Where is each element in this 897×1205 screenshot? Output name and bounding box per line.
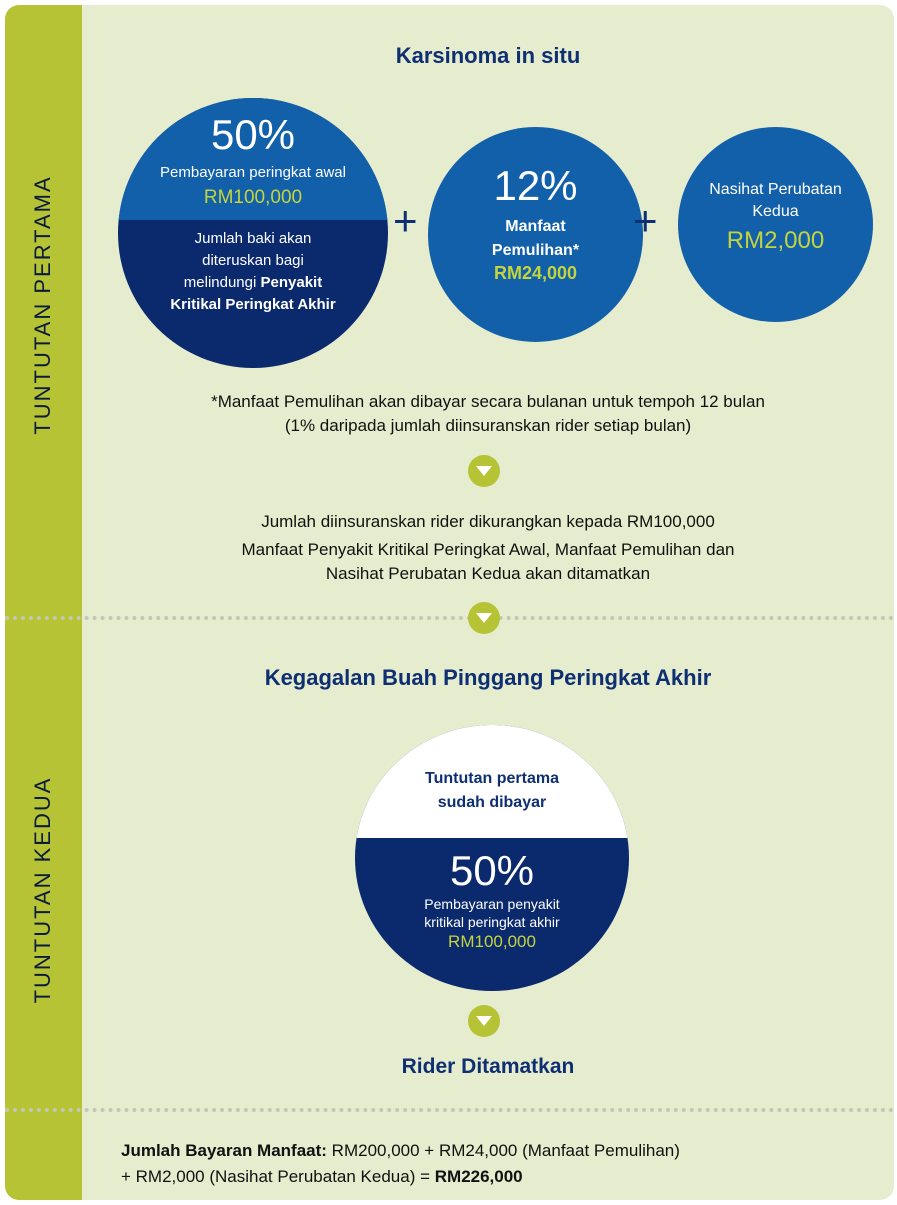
claims-divider <box>5 616 894 620</box>
recovery-benefit-circle: 12% Manfaat Pemulihan* RM24,000 <box>428 127 643 342</box>
early-stage-label: Pembayaran peringkat awal <box>160 164 346 181</box>
arrow-down-icon <box>468 602 500 634</box>
early-stage-amount: RM100,000 <box>203 187 303 208</box>
recovery-percent: 12% <box>493 162 578 209</box>
arrow-down-icon <box>468 1005 500 1037</box>
total-benefit-payment: Jumlah Bayaran Manfaat: RM200,000 + RM24… <box>121 1138 861 1190</box>
rider-terminated-title: Rider Ditamatkan <box>401 1055 575 1078</box>
plus-sign-1: + <box>393 197 418 244</box>
remaining-coverage-note: Jumlah baki akan diteruskan bagi melindu… <box>168 228 338 316</box>
result-line-1: Jumlah diinsuranskan rider dikurangkan k… <box>261 512 715 531</box>
recovery-footnote: *Manfaat Pemulihan akan dibayar secara b… <box>82 390 894 438</box>
result-line-3: Nasihat Perubatan Kedua akan ditamatkan <box>325 564 651 583</box>
end-stage-percent: 50% <box>449 847 535 894</box>
early-stage-percent: 50% <box>210 111 296 158</box>
total-sum: RM226,000 <box>434 1167 523 1186</box>
first-claim-result: Jumlah diinsuranskan rider dikurangkan k… <box>82 510 894 586</box>
early-stage-payment-circle: 50% Pembayaran peringkat awal RM100,000 … <box>118 98 388 368</box>
end-stage-amount: RM100,000 <box>448 932 536 951</box>
result-line-2: Manfaat Penyakit Kritikal Peringkat Awal… <box>241 540 735 559</box>
total-divider <box>5 1108 894 1112</box>
claim-sidebar: TUNTUTAN PERTAMA TUNTUTAN KEDUA <box>5 5 82 1200</box>
end-stage-payment-circle: Tuntutan pertama sudah dibayar 50% Pemba… <box>355 725 629 991</box>
recovery-amount: RM24,000 <box>493 263 578 283</box>
second-opinion-label: Nasihat Perubatan Kedua <box>709 181 842 220</box>
footnote-line-1: *Manfaat Pemulihan akan dibayar secara b… <box>211 392 765 411</box>
plus-sign-2: + <box>633 197 658 244</box>
first-claim-label: TUNTUTAN PERTAMA <box>30 175 55 435</box>
total-line-1: RM200,000 + RM24,000 (Manfaat Pemulihan) <box>326 1141 680 1160</box>
footnote-line-2: (1% daripada jumlah diinsuranskan rider … <box>284 416 692 435</box>
second-claim-title: Kegagalan Buah Pinggang Peringkat Akhir <box>264 665 712 690</box>
total-line-2: + RM2,000 (Nasihat Perubatan Kedua) = <box>121 1167 435 1186</box>
first-claim-paid-note: Tuntutan pertama sudah dibayar <box>425 770 559 811</box>
total-label: Jumlah Bayaran Manfaat: <box>121 1141 327 1160</box>
second-opinion-amount: RM2,000 <box>726 227 825 254</box>
early-stage-top: 50% Pembayaran peringkat awal RM100,000 <box>118 98 388 220</box>
recovery-label: Manfaat Pemulihan* <box>491 218 580 259</box>
first-claim-title: Karsinoma in situ <box>395 43 581 68</box>
end-stage-label: Pembayaran penyakit kritikal peringkat a… <box>424 896 560 930</box>
first-claim-paid-section: Tuntutan pertama sudah dibayar <box>355 725 629 838</box>
arrow-down-icon <box>468 455 500 487</box>
remaining-coverage-bold: Penyakit Kritikal Peringkat Akhir <box>170 274 336 313</box>
benefit-illustration-card: TUNTUTAN PERTAMA TUNTUTAN KEDUA Karsinom… <box>5 5 894 1200</box>
second-opinion-circle: Nasihat Perubatan Kedua RM2,000 <box>678 127 873 322</box>
remaining-coverage-text: Jumlah baki akan diteruskan bagi melindu… <box>183 230 312 291</box>
second-claim-label: TUNTUTAN KEDUA <box>30 776 55 1004</box>
